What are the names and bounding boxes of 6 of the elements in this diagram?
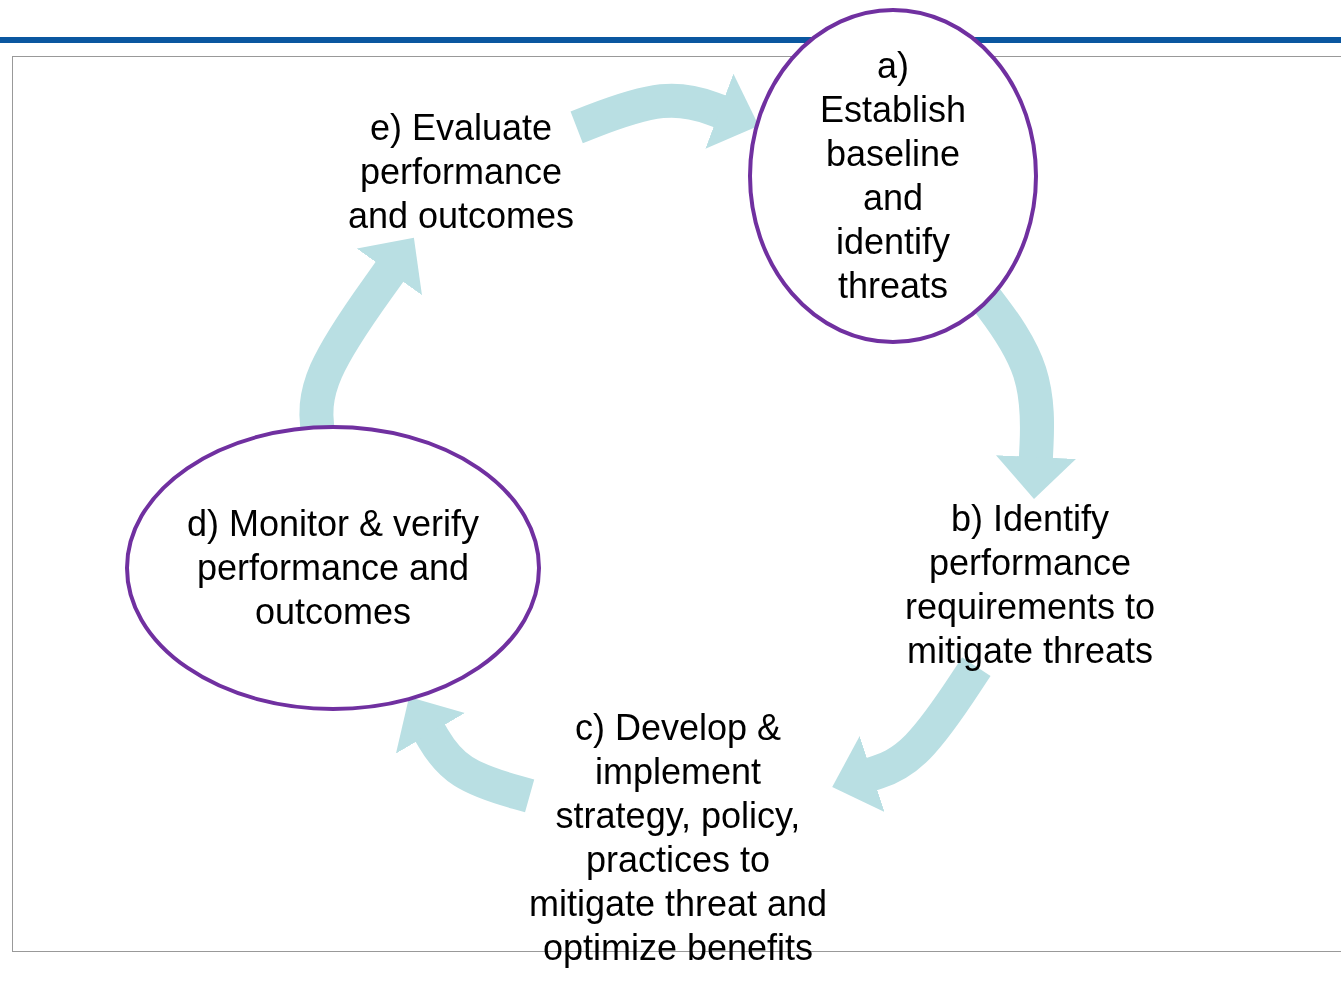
step-label: a) Establish baseline and identify threats xyxy=(818,44,968,308)
step-label: d) Monitor & verify performance and outcomes xyxy=(185,502,481,634)
step-label: b) Identify performance requirements to mitigate threats xyxy=(903,497,1157,673)
step-label: e) Evaluate performance and outcomes xyxy=(346,106,576,238)
step-label: c) Develop & implement strategy, policy, practices to mitigate threat and optimize benefits xyxy=(528,705,828,970)
cycle-arrow xyxy=(832,657,991,813)
